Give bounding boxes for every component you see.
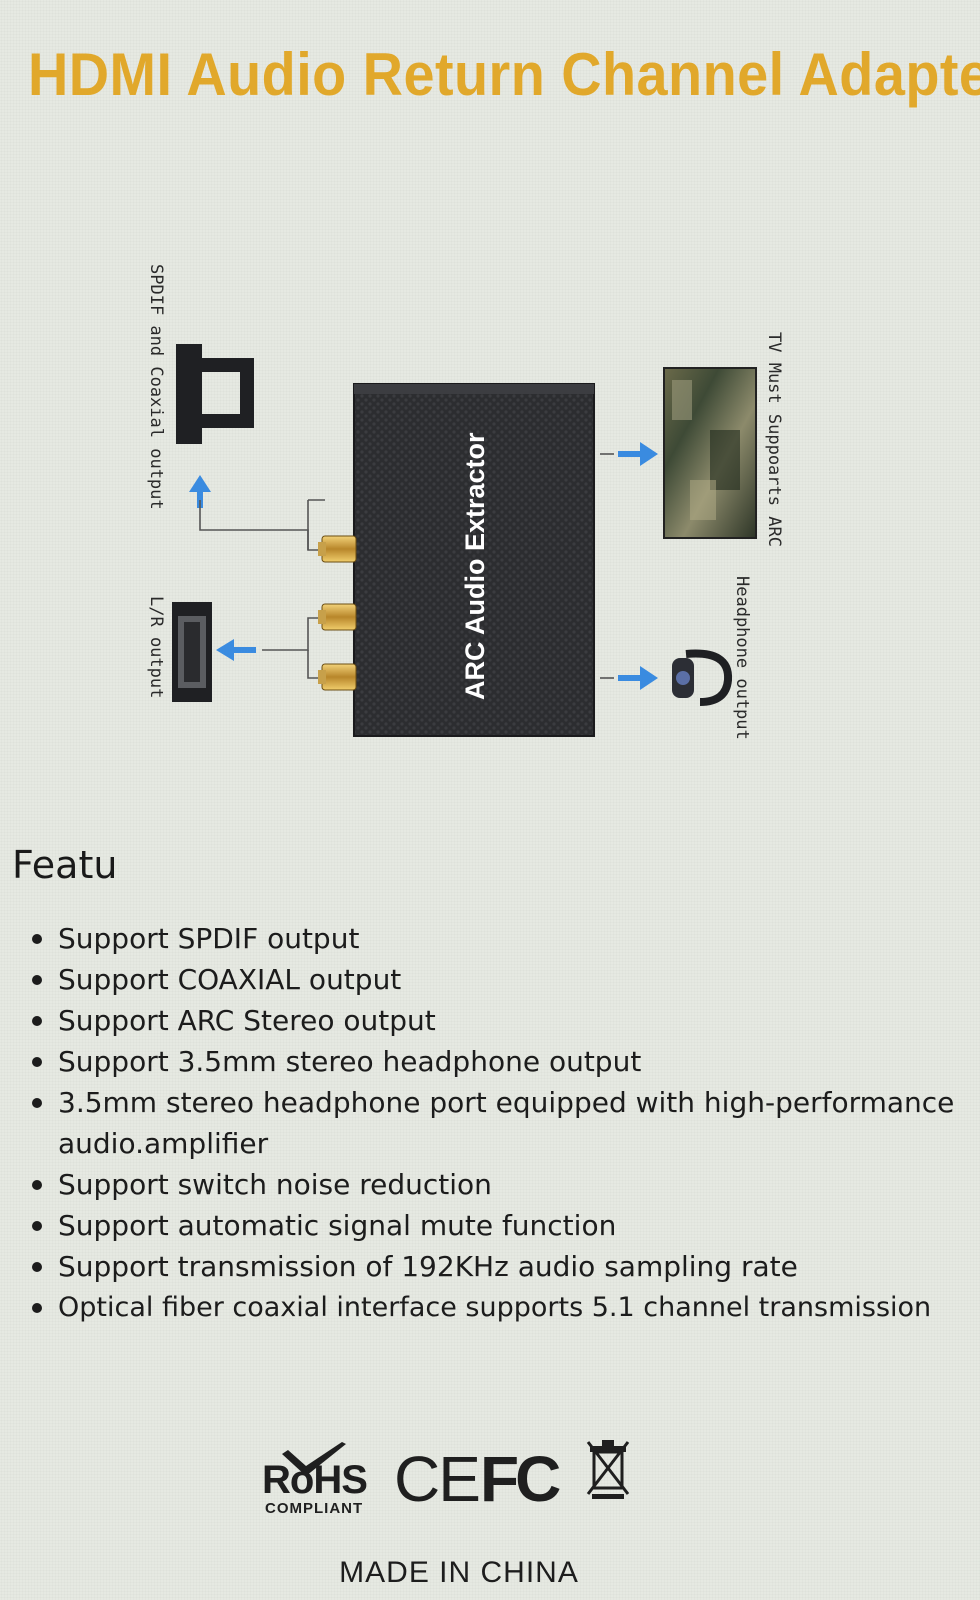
rca-plug-icon — [172, 602, 212, 702]
spdif-coaxial-label: SPDIF and Coaxial output — [146, 264, 166, 510]
tv-arc-label: TV Must Suppoarts ARC — [764, 332, 784, 547]
feature-item: Support switch noise reduction — [28, 1164, 968, 1205]
diagram-graphics — [172, 344, 757, 737]
lr-output-label: L/R output — [146, 596, 166, 699]
rohs-compliant-text: COMPLIANT — [265, 1500, 364, 1517]
feature-item: 3.5mm stereo headphone port equipped wit… — [28, 1082, 968, 1164]
fcc-logo: FC — [480, 1443, 561, 1515]
arrow-right-tv-icon — [618, 442, 658, 466]
page-title: HDMI Audio Return Channel Adapter — [28, 41, 980, 108]
feature-item: Support 3.5mm stereo headphone output — [28, 1041, 968, 1082]
device-label: ARC Audio Extractor — [460, 432, 490, 700]
bullet-icon — [32, 1262, 42, 1272]
features-heading: Featu — [12, 843, 118, 887]
feature-item: Support ARC Stereo output — [28, 1000, 968, 1041]
bullet-icon — [32, 1057, 42, 1067]
arc-audio-extractor-device — [318, 383, 595, 737]
feature-item: Support transmission of 192KHz audio sam… — [28, 1246, 968, 1287]
spdif-plug-icon — [176, 344, 254, 444]
certification-logos: RoHS COMPLIANT CE FC — [262, 1438, 662, 1528]
bullet-icon — [32, 1098, 42, 1108]
bullet-icon — [32, 1303, 42, 1313]
rohs-logo: RoHS — [262, 1458, 368, 1502]
ce-logo: CE — [394, 1443, 481, 1515]
arrow-left-icon — [216, 639, 256, 661]
feature-item: Support SPDIF output — [28, 918, 968, 959]
headphone-output-label: Headphone output — [732, 576, 752, 740]
bullet-icon — [32, 1016, 42, 1026]
bullet-icon — [32, 934, 42, 944]
feature-item: Support automatic signal mute function — [28, 1205, 968, 1246]
feature-item: Support COAXIAL output — [28, 959, 968, 1000]
bullet-icon — [32, 1221, 42, 1231]
arrow-up-icon — [189, 475, 211, 508]
bullet-icon — [32, 1180, 42, 1190]
made-in-label: MADE IN CHINA — [339, 1556, 579, 1589]
bullet-icon — [32, 975, 42, 985]
crossed-bin-icon — [586, 1440, 630, 1499]
rohs-check-icon — [282, 1442, 346, 1476]
tv-icon — [663, 367, 757, 539]
connection-diagram: SPDIF and Coaxial output L/R output TV M… — [0, 250, 980, 810]
arrow-right-headphone-icon — [618, 666, 658, 690]
feature-item: Optical fiber coaxial interface supports… — [28, 1287, 968, 1328]
features-list: Support SPDIF output Support COAXIAL out… — [28, 918, 968, 1328]
headphone-icon — [672, 649, 733, 706]
certification-graphics — [282, 1442, 346, 1476]
